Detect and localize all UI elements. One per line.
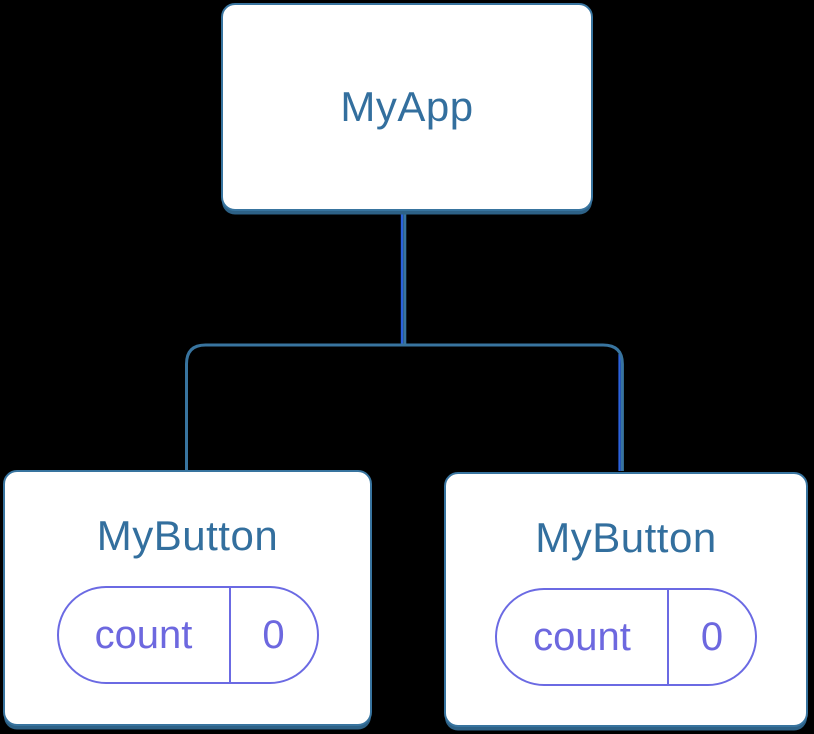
state-pill-left: count 0 [56,586,319,685]
state-value-label: 0 [228,588,317,683]
state-name-label: count [94,612,193,657]
state-value-label: 0 [667,590,755,685]
node-myapp-label: MyApp [340,82,474,130]
node-myapp: MyApp [221,3,593,211]
node-mybutton-left-label: MyButton [96,512,279,559]
node-mybutton-left: MyButton count 0 [3,470,372,726]
node-mybutton-right: MyButton count 0 [444,472,808,727]
state-pill-right: count 0 [495,588,757,687]
state-name-label: count [533,614,631,659]
node-mybutton-right-label: MyButton [535,514,717,561]
edge-branch-bracket [185,343,624,471]
